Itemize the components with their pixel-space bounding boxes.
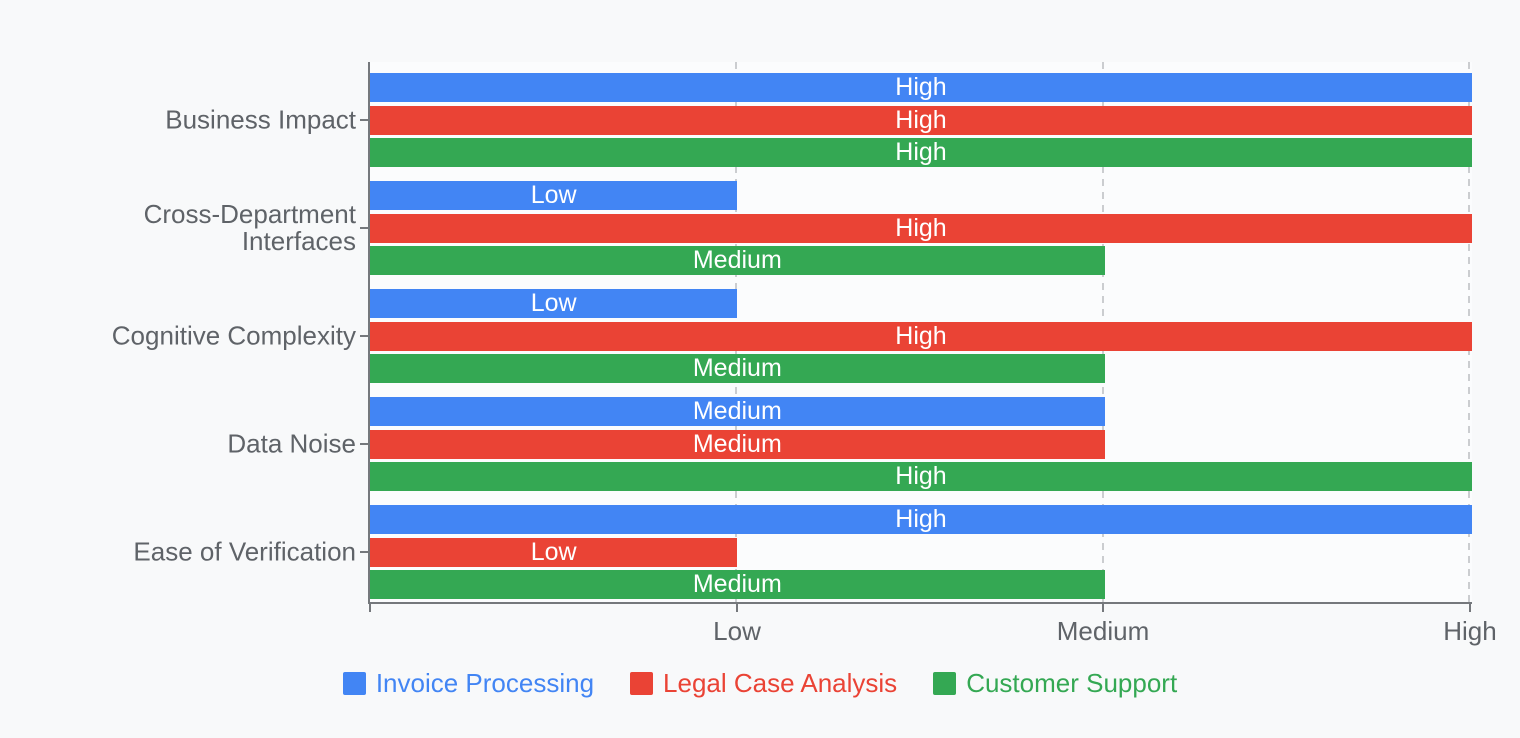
y-axis-label: Business Impact [165, 104, 356, 135]
bar-value-label: High [895, 462, 947, 490]
legend: Invoice Processing Legal Case Analysis C… [0, 668, 1520, 698]
legend-label: Invoice Processing [375, 668, 595, 698]
bar-business-impact-legal-case-analysis: High [370, 105, 1472, 135]
bar-cross-department-interfaces-invoice-processing: Low [370, 181, 738, 210]
bar-value-label: Medium [692, 397, 782, 425]
bar-value-label: Low [530, 537, 577, 566]
x-tick-mark [369, 604, 371, 612]
x-tick-mark [1469, 604, 1471, 612]
x-axis-tick-label: Low [713, 616, 761, 646]
bar-value-label: High [895, 321, 947, 350]
bar-data-noise-invoice-processing: Medium [370, 397, 1105, 426]
legend-swatch-icon [933, 671, 957, 695]
legend-label: Customer Support [966, 668, 1178, 698]
y-tick-mark [360, 119, 368, 121]
bar-value-label: High [895, 73, 947, 101]
bar-data-noise-customer-support: High [370, 462, 1472, 491]
y-axis-label: Cross-Department Interfaces [143, 199, 356, 256]
bar-data-noise-legal-case-analysis: Medium [370, 429, 1105, 459]
y-axis-label: Data Noise [227, 428, 356, 459]
y-axis-label: Cognitive Complexity [111, 320, 356, 351]
legend-item-legal-case-analysis[interactable]: Legal Case Analysis [630, 668, 897, 698]
bar-value-label: Medium [692, 429, 782, 458]
x-axis-tick-label: Medium [1056, 616, 1150, 646]
bar-cross-department-interfaces-customer-support: Medium [370, 246, 1105, 275]
bar-cognitive-complexity-invoice-processing: Low [370, 289, 738, 318]
bar-value-label: High [895, 138, 947, 166]
bar-business-impact-invoice-processing: High [370, 73, 1472, 102]
legend-label: Legal Case Analysis [663, 668, 898, 698]
legend-item-invoice-processing[interactable]: Invoice Processing [342, 668, 595, 698]
y-axis-label: Ease of Verification [133, 536, 356, 567]
bar-value-label: Medium [692, 246, 782, 274]
x-tick-mark [736, 604, 738, 612]
bar-value-label: Low [530, 181, 577, 209]
bar-cognitive-complexity-customer-support: Medium [370, 354, 1105, 383]
legend-swatch-icon [630, 671, 654, 695]
x-axis-tick-label: High [1443, 616, 1497, 646]
y-tick-mark [360, 335, 368, 337]
bar-value-label: High [895, 213, 947, 242]
bar-value-label: High [895, 105, 947, 134]
legend-swatch-icon [342, 671, 366, 695]
bar-cognitive-complexity-legal-case-analysis: High [370, 321, 1472, 351]
bar-ease-of-verification-customer-support: Medium [370, 570, 1105, 599]
y-tick-mark [360, 443, 368, 445]
bar-value-label: High [895, 505, 947, 533]
y-tick-mark [360, 551, 368, 553]
bar-business-impact-customer-support: High [370, 138, 1472, 167]
legend-item-customer-support[interactable]: Customer Support [933, 668, 1177, 698]
bar-ease-of-verification-invoice-processing: High [370, 505, 1472, 534]
bar-ease-of-verification-legal-case-analysis: Low [370, 537, 738, 567]
bar-cross-department-interfaces-legal-case-analysis: High [370, 213, 1472, 243]
bar-value-label: Low [530, 289, 577, 317]
bar-value-label: Medium [692, 354, 782, 382]
x-tick-mark [1102, 604, 1104, 612]
y-tick-mark [360, 227, 368, 229]
bar-value-label: Medium [692, 570, 782, 598]
